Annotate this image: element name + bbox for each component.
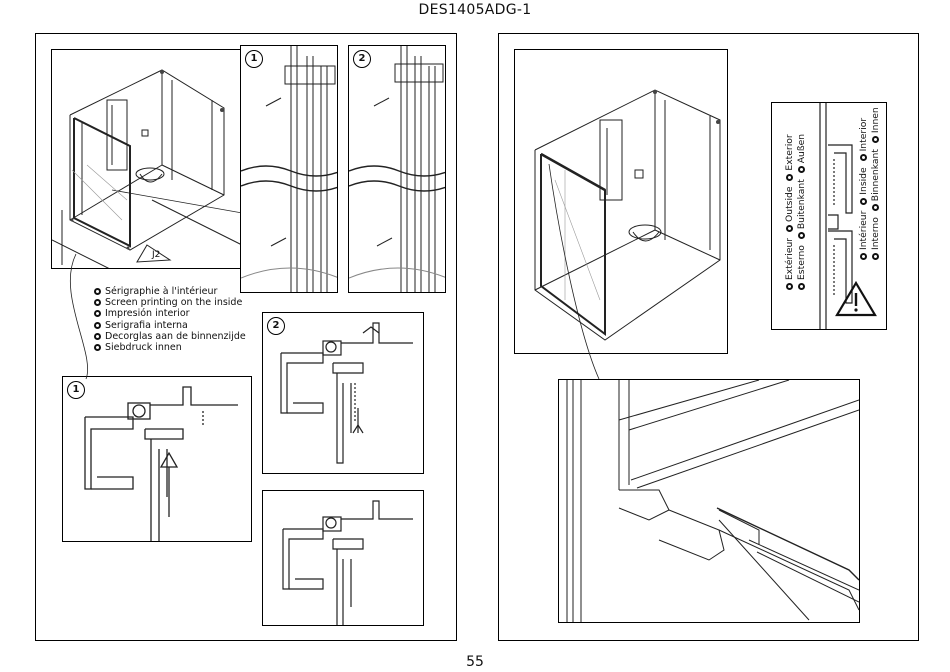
profile-detail-step1-top: 1 — [240, 45, 338, 293]
legend-item-es: Impresión interior — [94, 308, 246, 319]
page-number: 55 — [466, 654, 484, 670]
callout-label-j2: J2 — [152, 250, 161, 260]
profile-orientation-illustration — [819, 103, 853, 329]
profile-insertion-illustration — [566, 380, 859, 622]
step-badge-1: 1 — [245, 50, 263, 68]
profile-section-final — [262, 490, 424, 626]
shower-overview-illustration — [52, 69, 264, 268]
step-badge-2: 2 — [267, 317, 285, 335]
shower-overview-right-frame — [514, 49, 728, 354]
profile-slide-illustration — [349, 46, 445, 292]
screen-printing-legend: Sérigraphie à l'intérieur Screen printin… — [94, 286, 246, 353]
step-badge-1: 1 — [67, 381, 85, 399]
legend-item-it: Serigrafia interna — [94, 320, 246, 331]
step-badge-2: 2 — [353, 50, 371, 68]
left-instruction-panel: J2 1 — [35, 33, 457, 641]
profile-cross-section — [282, 500, 413, 625]
profile-detail-step2-top: 2 — [348, 45, 446, 293]
orientation-legend-box: Extérieur Outside Exterior Esterno Buite… — [771, 102, 887, 330]
legend-item-en: Screen printing on the inside — [94, 297, 246, 308]
right-instruction-panel: Extérieur Outside Exterior Esterno Buite… — [498, 33, 919, 641]
shower-overview-frame: J2 — [51, 49, 265, 269]
shower-overview-illustration — [534, 89, 721, 341]
legend-item-nl: Decorglas aan de binnenzijde — [94, 331, 246, 342]
profile-cross-section — [84, 386, 238, 541]
profile-insertion-detail — [558, 379, 860, 623]
legend-item-fr: Sérigraphie à l'intérieur — [94, 286, 246, 297]
profile-section-step2: 2 — [262, 312, 424, 474]
profile-cross-section — [280, 322, 413, 464]
profile-section-step1: 1 — [62, 376, 252, 542]
document-code: DES1405ADG-1 — [418, 2, 532, 18]
legend-item-de: Siebdruck innen — [94, 342, 246, 353]
profile-slide-illustration — [241, 46, 337, 292]
warning-triangle-icon — [835, 280, 877, 317]
